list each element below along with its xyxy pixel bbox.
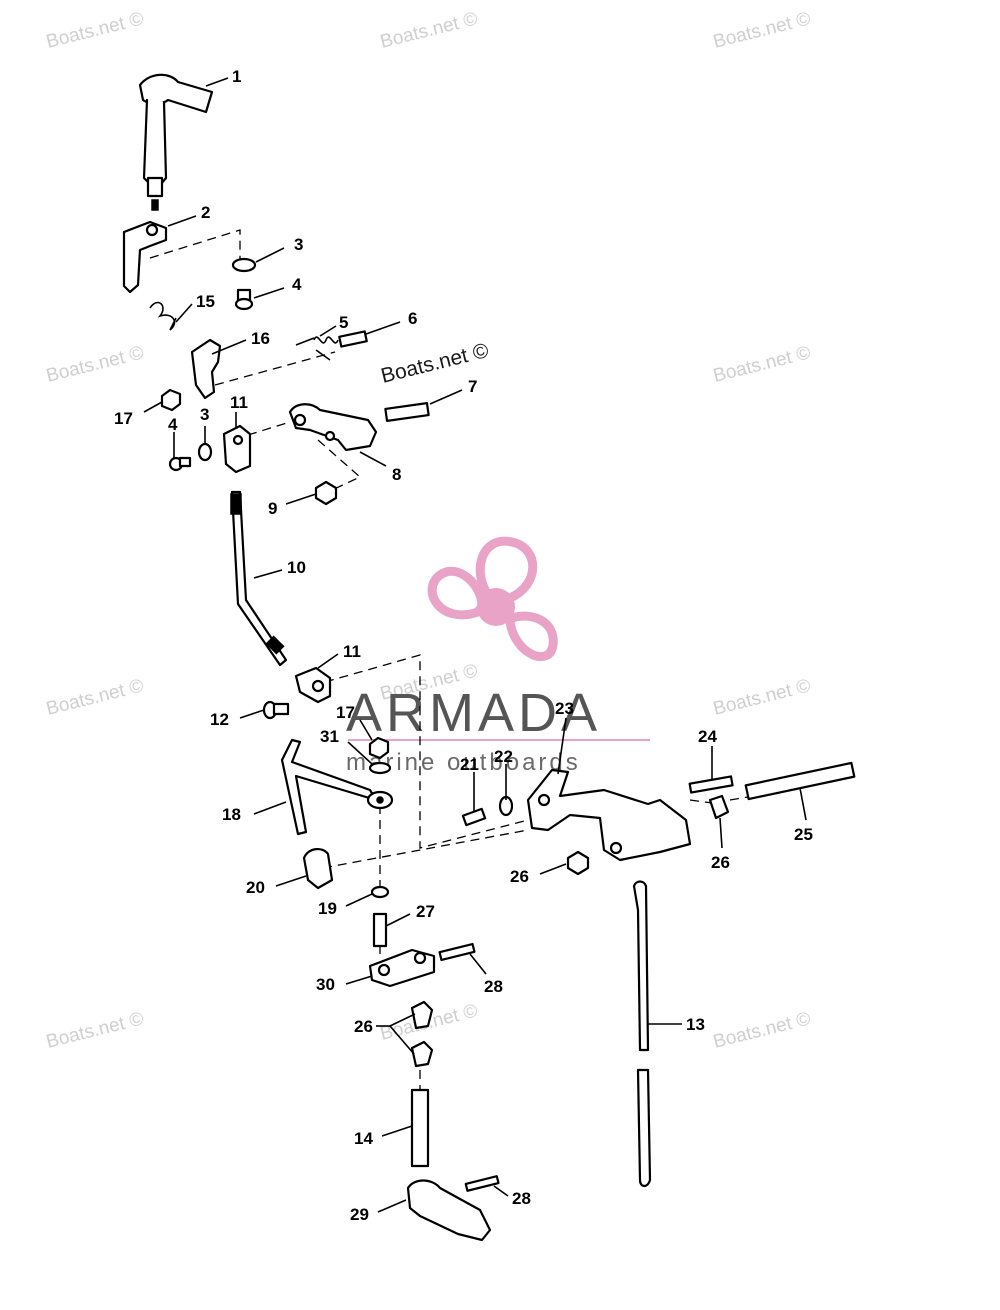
part-31-washer (368, 761, 392, 775)
watermark-text: Boats.net © (378, 8, 480, 52)
part-4-screw (234, 288, 254, 311)
callout-17: 17 (114, 409, 133, 428)
part-26-bushing (410, 1000, 434, 1030)
part-21-screw (461, 807, 487, 827)
part-19-washer (370, 885, 390, 899)
callout-11: 11 (343, 642, 361, 661)
watermark-text: Boats.net © (711, 1008, 813, 1052)
callout-17: 17 (336, 703, 355, 722)
part-9-nut (314, 480, 338, 506)
callout-labels: 1 2 3 4 15 5 6 16 7 17 3 11 4 8 9 10 11 … (114, 67, 813, 1224)
callout-4: 4 (292, 275, 302, 294)
part-28-pin (438, 942, 476, 962)
part-28-pin (464, 1175, 500, 1192)
callout-26: 26 (711, 853, 730, 872)
callout-27: 27 (416, 902, 435, 921)
part-16-lever (190, 338, 222, 400)
part-18-link-rod (280, 738, 394, 836)
callout-20: 20 (246, 878, 265, 897)
brand-wordmark: ARMADA (346, 683, 601, 743)
callout-14: 14 (354, 1129, 373, 1148)
callout-31: 31 (320, 727, 339, 746)
propeller-logo (427, 536, 558, 661)
part-15-clip (149, 301, 177, 331)
callout-26: 26 (510, 867, 529, 886)
part-3-washer (231, 257, 257, 273)
watermark-text: Boats.net © (44, 342, 146, 386)
part-25-shaft (744, 761, 856, 801)
part-23-throttle-lever (526, 768, 692, 862)
part-17-nut (160, 388, 182, 412)
watermark-text: Boats.net © (44, 675, 146, 719)
part-20-cap (302, 848, 334, 890)
callout-2: 2 (201, 203, 210, 222)
part-26-bushing (566, 850, 590, 876)
part-13-link (632, 880, 652, 1188)
callout-18: 18 (222, 805, 241, 824)
part-1-shaft (138, 73, 214, 211)
part-6-stud (338, 330, 368, 348)
callout-3: 3 (294, 235, 303, 254)
leader-lines (143, 77, 807, 1213)
callout-10: 10 (287, 558, 306, 577)
watermark-text: Boats.net © (44, 8, 146, 52)
callout-25: 25 (794, 825, 813, 844)
callout-29: 29 (350, 1205, 369, 1224)
callout-6: 6 (408, 309, 417, 328)
callout-4: 4 (168, 415, 178, 434)
part-11-rod-end (294, 666, 332, 704)
assembly-dashes (149, 229, 749, 1090)
watermark-text: Boats.net © (711, 8, 813, 52)
part-7-stud (384, 402, 430, 422)
part-2-bracket (122, 220, 168, 294)
callout-16: 16 (251, 329, 270, 348)
callout-3: 3 (200, 405, 209, 424)
watermark-text: Boats.net © (711, 342, 813, 386)
callout-9: 9 (268, 499, 277, 518)
part-30-arm (368, 948, 436, 988)
callout-22: 22 (494, 747, 513, 766)
part-4-screw (168, 456, 192, 472)
part-24-pin (688, 775, 734, 794)
part-27-screw (372, 912, 388, 948)
part-29-lever (406, 1179, 492, 1242)
callout-8: 8 (392, 465, 401, 484)
callout-19: 19 (318, 899, 337, 918)
callout-23: 23 (555, 699, 574, 718)
part-5-spring (295, 336, 339, 361)
callout-12: 12 (210, 710, 229, 729)
callout-24: 24 (698, 727, 717, 746)
part-17-nut (368, 736, 390, 760)
part-3-washer (197, 442, 213, 462)
callout-1: 1 (232, 67, 241, 86)
callout-28: 28 (512, 1189, 531, 1208)
callout-11: 11 (230, 393, 248, 412)
part-26-bushing (410, 1040, 434, 1068)
callout-26: 26 (354, 1017, 373, 1036)
watermark-text: Boats.net © (711, 675, 813, 719)
callout-15: 15 (196, 292, 215, 311)
part-8-link-arm (288, 403, 378, 452)
watermark-text: Boats.net © (44, 1008, 146, 1052)
part-12-screw (262, 700, 290, 720)
part-10-rod (230, 490, 288, 667)
callout-5: 5 (339, 313, 348, 332)
callout-28: 28 (484, 977, 503, 996)
part-26-bushing (708, 794, 730, 820)
part-11-rod-end (222, 424, 252, 474)
part-14-shaft (410, 1088, 430, 1168)
callout-30: 30 (316, 975, 335, 994)
callout-13: 13 (686, 1015, 705, 1034)
callout-21: 21 (460, 755, 479, 774)
callout-7: 7 (468, 377, 477, 396)
